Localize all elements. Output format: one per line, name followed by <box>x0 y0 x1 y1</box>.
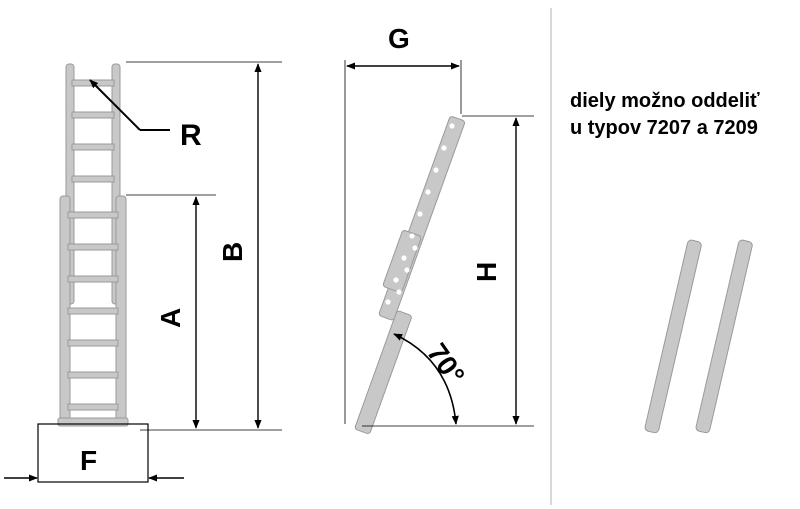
label-f: F <box>80 445 97 476</box>
separated-section-left <box>644 239 702 434</box>
angle-arc <box>393 333 459 425</box>
label-h: H <box>471 262 502 282</box>
label-a: A <box>155 308 186 328</box>
separated-section-right <box>695 239 753 434</box>
label-r: R <box>180 119 202 152</box>
side-view-holes <box>351 123 455 417</box>
separation-note: diely možno oddeliť u typov 7207 a 7209 <box>570 88 795 142</box>
separated-section-holes <box>632 253 723 411</box>
label-g: G <box>388 23 410 54</box>
front-view-ladder <box>57 63 129 427</box>
separation-note-line2: u typov 7207 a 7209 <box>570 117 758 139</box>
foot-width-box <box>37 423 149 483</box>
label-b: B <box>217 242 248 262</box>
label-angle: 70° <box>421 338 471 390</box>
separation-note-line1: diely možno oddeliť <box>570 90 760 112</box>
r-leader-line <box>89 79 141 131</box>
